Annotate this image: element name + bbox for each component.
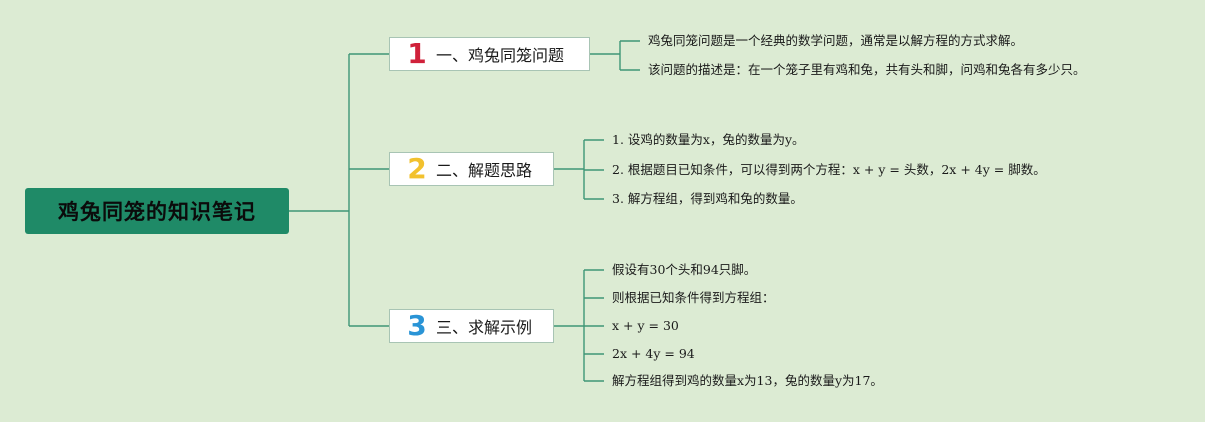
leaf-3-1[interactable]: 假设有30个头和94只脚。 bbox=[612, 262, 757, 277]
branch-node-3[interactable]: 3 三、求解示例 bbox=[389, 309, 554, 343]
branch-1-title: 一、鸡兔同笼问题 bbox=[436, 46, 565, 65]
branch-node-2[interactable]: 2 二、解题思路 bbox=[389, 152, 554, 186]
branch-3-title: 三、求解示例 bbox=[436, 318, 533, 337]
leaf-1-2[interactable]: 该问题的描述是：在一个笼子里有鸡和兔，共有头和脚，问鸡和兔各有多少只。 bbox=[648, 62, 1086, 77]
root-label: 鸡兔同笼的知识笔记 bbox=[58, 200, 256, 224]
leaf-2-2[interactable]: 2. 根据题目已知条件，可以得到两个方程：x + y = 头数，2x + 4y … bbox=[612, 162, 1046, 177]
leaf-3-3[interactable]: x + y = 30 bbox=[612, 318, 679, 333]
leaf-3-4[interactable]: 2x + 4y = 94 bbox=[612, 346, 695, 361]
leaf-2-3[interactable]: 3. 解方程组，得到鸡和兔的数量。 bbox=[612, 191, 803, 206]
root-node[interactable]: 鸡兔同笼的知识笔记 bbox=[25, 188, 289, 234]
branch-2-title: 二、解题思路 bbox=[436, 161, 533, 180]
branch-2-number: 2 bbox=[407, 152, 427, 185]
leaf-2-1[interactable]: 1. 设鸡的数量为x，兔的数量为y。 bbox=[612, 132, 805, 147]
branch-1-number: 1 bbox=[407, 37, 427, 70]
leaf-3-5[interactable]: 解方程组得到鸡的数量x为13，兔的数量y为17。 bbox=[612, 373, 883, 388]
branch-3-number: 3 bbox=[407, 309, 427, 342]
leaf-3-2[interactable]: 则根据已知条件得到方程组： bbox=[612, 290, 775, 305]
branch-node-1[interactable]: 1 一、鸡兔同笼问题 bbox=[389, 37, 590, 71]
leaf-1-1[interactable]: 鸡兔同笼问题是一个经典的数学问题，通常是以解方程的方式求解。 bbox=[648, 33, 1024, 48]
